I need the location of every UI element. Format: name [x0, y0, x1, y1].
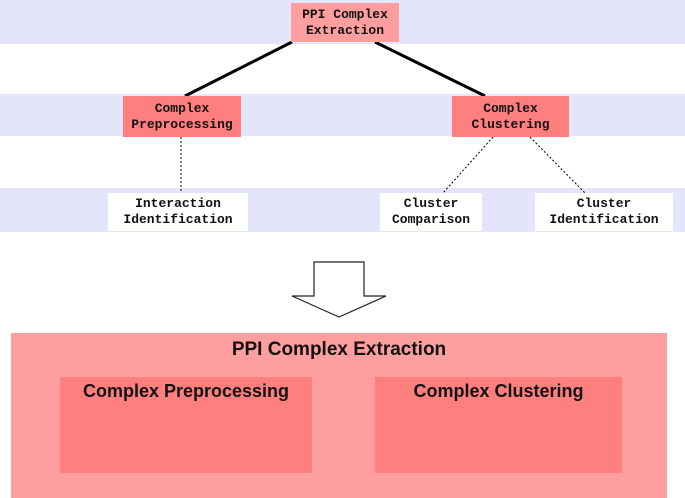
module-label: Complex Clustering — [413, 381, 584, 401]
edge-clustering-to-identification — [529, 136, 586, 194]
module-label: Complex Preprocessing — [82, 381, 290, 401]
edge-root-to-preprocessing — [184, 40, 293, 98]
node-cluster-identification: Cluster Identification — [535, 193, 673, 231]
node-complex-preprocessing: Complex Preprocessing — [123, 96, 241, 137]
module-complex-clustering: Complex Clustering — [375, 377, 622, 473]
node-label-line1: Complex — [483, 100, 538, 116]
module-ppi-complex-extraction: PPI Complex Extraction Complex Preproces… — [11, 333, 667, 498]
node-label-line2: Preprocessing — [131, 116, 233, 132]
edge-root-to-clustering — [374, 40, 486, 98]
hierarchy-edges — [180, 40, 586, 318]
node-label-line1: Cluster — [403, 196, 459, 211]
level-band-2 — [0, 94, 685, 136]
module-title: PPI Complex Extraction — [231, 339, 447, 360]
node-label-line1: Interaction — [135, 196, 221, 211]
node-label-line2: Identification — [123, 212, 233, 227]
node-interaction-identification: Interaction Identification — [108, 193, 248, 231]
node-label-line2: Clustering — [471, 116, 550, 132]
node-label-line1: Complex — [154, 100, 210, 116]
node-label-line1: PPI Complex — [302, 6, 388, 22]
node-label-line2: Comparison — [391, 212, 470, 227]
node-label-line2: Identification — [549, 212, 659, 227]
node-ppi-complex-extraction: PPI Complex Extraction — [291, 3, 399, 42]
node-label-line1: Cluster — [576, 196, 632, 211]
down-arrow-icon — [291, 261, 387, 318]
edge-clustering-to-comparison — [442, 136, 494, 194]
node-complex-clustering: Complex Clustering — [452, 96, 569, 137]
node-label-line2: Extraction — [305, 22, 384, 38]
node-cluster-comparison: Cluster Comparison — [380, 193, 482, 231]
module-complex-preprocessing: Complex Preprocessing — [60, 377, 312, 473]
